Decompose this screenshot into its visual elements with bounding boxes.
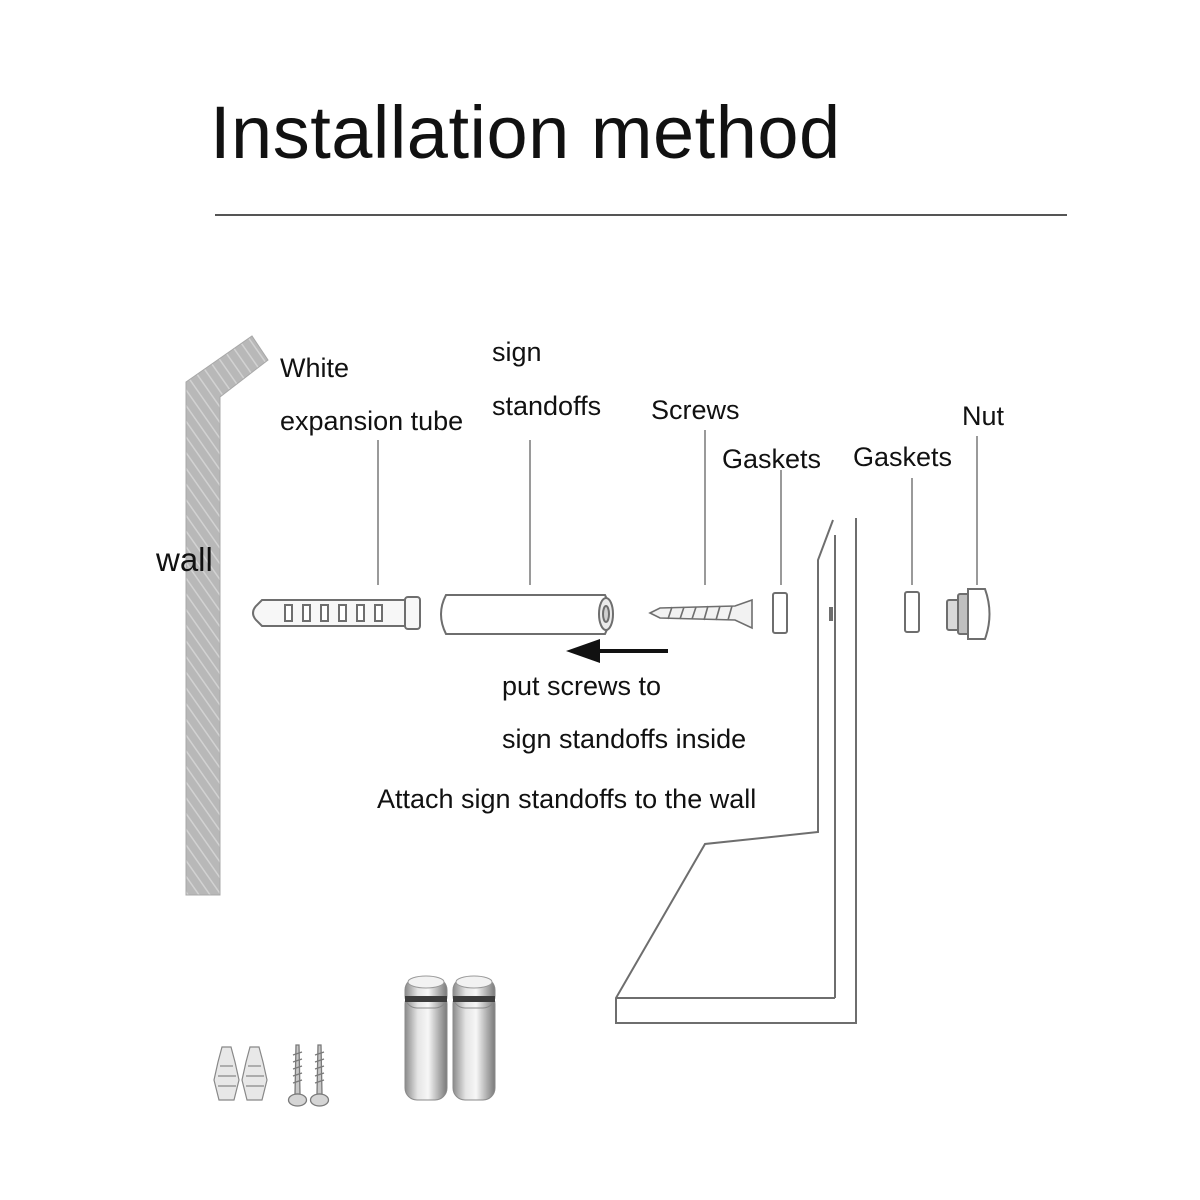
title-divider (215, 214, 1067, 216)
page-title: Installation method (210, 91, 841, 174)
gasket-left-part (772, 592, 788, 634)
label-nut: Nut (962, 401, 1005, 431)
label-screws: Screws (651, 395, 740, 425)
label-standoffs-line2: standoffs (492, 391, 602, 421)
instruction-line2: sign standoffs inside (502, 724, 747, 754)
expansion-tube-part (252, 596, 421, 630)
label-wall: wall (156, 541, 213, 578)
kit-screws-image (287, 1044, 330, 1107)
leader-lines (377, 430, 978, 585)
standoff-tube-part (440, 594, 614, 635)
label-gaskets-left: Gaskets (722, 444, 822, 474)
label-expansion-tube-line2: expansion tube (280, 406, 464, 436)
kit-anchors-image (213, 1046, 268, 1101)
label-expansion-tube-line1: White (280, 353, 350, 383)
wall-shape (185, 335, 269, 896)
direction-arrow (566, 639, 668, 663)
gasket-right-part (904, 591, 920, 633)
screw-part (648, 598, 753, 630)
instruction-line3: Attach sign standoffs to the wall (377, 784, 757, 814)
nut-part (946, 588, 991, 640)
kit-standoffs-image (404, 975, 496, 1101)
instruction-line1: put screws to (502, 671, 662, 701)
label-gaskets-right: Gaskets (853, 442, 953, 472)
label-standoffs-line1: sign (492, 337, 542, 367)
sign-board (615, 518, 857, 1024)
